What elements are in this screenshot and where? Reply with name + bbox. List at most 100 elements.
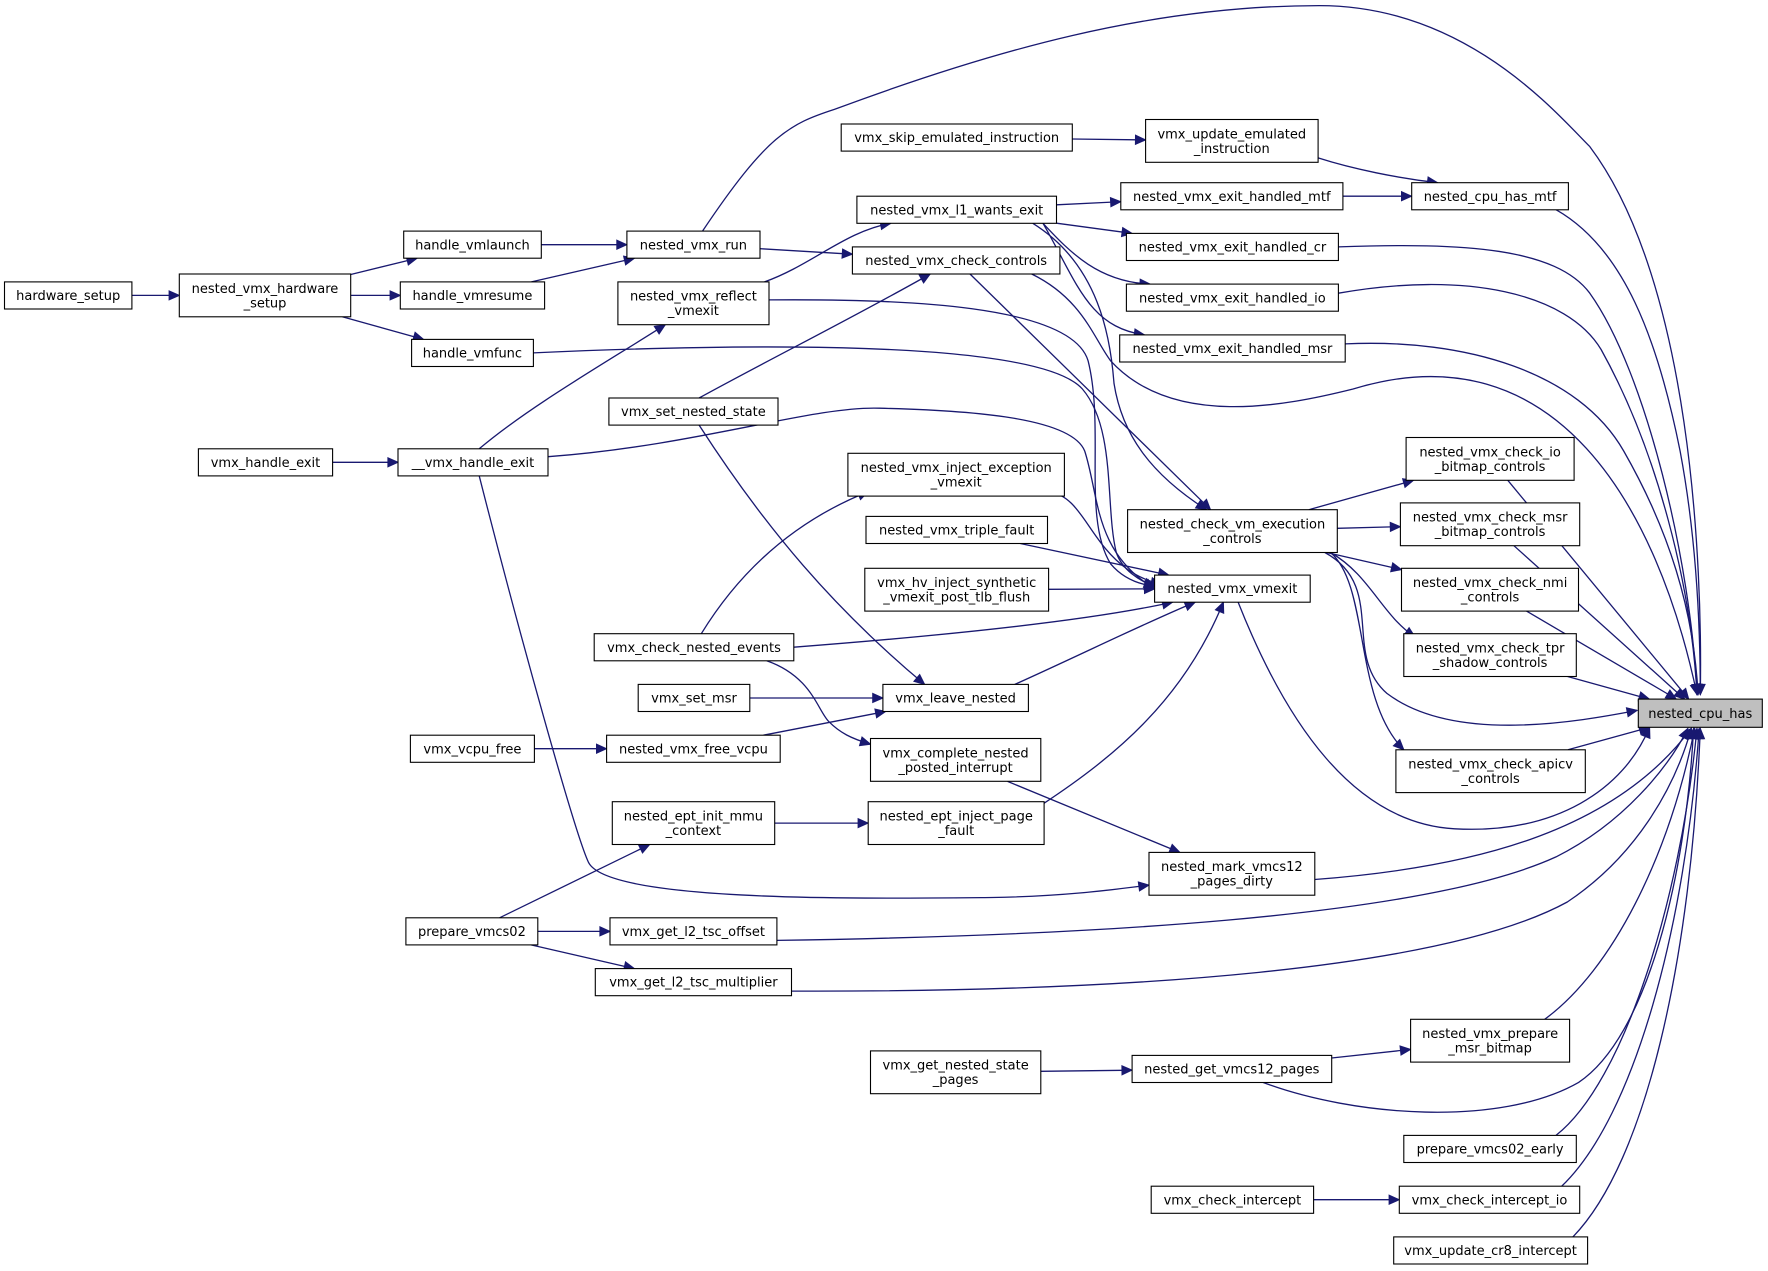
node-nested_vmx_prepare_msr_bitmap[interactable]: nested_vmx_prepare_msr_bitmap xyxy=(1410,1018,1571,1063)
edge-arrowhead xyxy=(168,290,181,301)
node-nested_vmx_triple_fault[interactable]: nested_vmx_triple_fault xyxy=(865,515,1049,545)
node-label: hardware_setup xyxy=(16,289,120,304)
node-vmx_vcpu_free[interactable]: vmx_vcpu_free xyxy=(409,734,535,763)
node-prepare_vmcs02_early[interactable]: prepare_vmcs02_early xyxy=(1403,1134,1577,1164)
node-vmx_get_l2_tsc_offset[interactable]: vmx_get_l2_tsc_offset xyxy=(609,917,778,946)
edge-prepare_vmcs02-to-vmx_get_l2_tsc_multiplier xyxy=(530,944,636,972)
edge-line xyxy=(1338,283,1698,695)
edge-line xyxy=(768,299,1155,587)
node-nested_vmx_inject_exception_vmexit[interactable]: nested_vmx_inject_exception_vmexit xyxy=(847,452,1065,497)
edge-arrowhead xyxy=(1390,562,1403,573)
edge-arrowhead xyxy=(1137,881,1151,892)
node-nested_vmx_check_nmi_controls[interactable]: nested_vmx_check_nmi_controls xyxy=(1400,567,1580,612)
node-label: vmx_check_nested_events xyxy=(607,641,781,656)
node-__vmx_handle_exit[interactable]: __vmx_handle_exit xyxy=(397,448,549,477)
edge-arrowhead xyxy=(1143,583,1156,595)
node-label: nested_vmx_exit_handled_mtf xyxy=(1133,190,1331,205)
node-label: vmx_handle_exit xyxy=(211,456,321,471)
node-box xyxy=(840,123,1073,152)
edge-arrowhead xyxy=(918,273,932,284)
node-label: vmx_skip_emulated_instruction xyxy=(854,131,1059,146)
node-nested_ept_init_mmu_context[interactable]: nested_ept_init_mmu_context xyxy=(611,801,776,846)
node-vmx_complete_nested_posted_interrupt[interactable]: vmx_complete_nested_posted_interrupt xyxy=(869,737,1042,782)
edge-line xyxy=(1324,551,1638,726)
node-box xyxy=(1400,567,1580,612)
node-vmx_skip_emulated_instruction[interactable]: vmx_skip_emulated_instruction xyxy=(840,123,1073,152)
node-vmx_leave_nested[interactable]: vmx_leave_nested xyxy=(882,683,1029,713)
edge-nested_vmx_check_apicv_controls-to-nested_cpu_has xyxy=(1567,724,1651,751)
node-vmx_check_intercept[interactable]: vmx_check_intercept xyxy=(1150,1185,1315,1214)
node-box xyxy=(856,195,1058,224)
edge-line xyxy=(1561,728,1700,1187)
edge-arrowhead xyxy=(1389,521,1402,533)
node-box xyxy=(594,968,793,997)
node-label: _instruction xyxy=(1193,142,1270,157)
node-label: vmx_check_intercept xyxy=(1164,1193,1302,1208)
node-vmx_handle_exit[interactable]: vmx_handle_exit xyxy=(197,448,334,477)
node-nested_vmx_check_tpr_shadow_controls[interactable]: nested_vmx_check_tpr_shadow_controls xyxy=(1403,633,1577,678)
node-label: vmx_leave_nested xyxy=(895,692,1016,707)
node-nested_ept_inject_page_fault[interactable]: nested_ept_inject_page_fault xyxy=(867,801,1045,846)
node-handle_vmresume[interactable]: handle_vmresume xyxy=(399,281,546,310)
node-nested_vmx_exit_handled_mtf[interactable]: nested_vmx_exit_handled_mtf xyxy=(1120,182,1344,211)
node-box xyxy=(608,397,779,426)
node-box xyxy=(882,683,1029,713)
node-nested_vmx_exit_handled_io[interactable]: nested_vmx_exit_handled_io xyxy=(1125,283,1339,312)
edge-nested_vmx_check_tpr_shadow_controls-to-nested_cpu_has xyxy=(1567,675,1651,702)
node-nested_get_vmcs12_pages[interactable]: nested_get_vmcs12_pages xyxy=(1131,1054,1333,1084)
edge-nested_get_vmcs12_pages-to-nested_vmx_prepare_msr_bitmap xyxy=(1331,1045,1412,1059)
node-nested_mark_vmcs12_pages_dirty[interactable]: nested_mark_vmcs12_pages_dirty xyxy=(1148,851,1316,896)
edge-line xyxy=(764,222,891,283)
node-vmx_update_cr8_intercept[interactable]: vmx_update_cr8_intercept xyxy=(1393,1236,1589,1265)
node-vmx_get_nested_state_pages[interactable]: vmx_get_nested_state_pages xyxy=(869,1050,1042,1095)
node-vmx_hv_inject_synthetic_vmexit_post_tlb_flush[interactable]: vmx_hv_inject_synthetic_vmexit_post_tlb_… xyxy=(864,567,1050,612)
node-nested_cpu_has_mtf[interactable]: nested_cpu_has_mtf xyxy=(1411,182,1569,211)
edge-nested_ept_inject_page_fault-to-nested_vmx_vmexit xyxy=(1042,600,1225,805)
node-nested_vmx_check_controls[interactable]: nested_vmx_check_controls xyxy=(851,246,1061,275)
node-label: _pages xyxy=(932,1073,979,1088)
node-nested_vmx_exit_handled_msr[interactable]: nested_vmx_exit_handled_msr xyxy=(1119,334,1346,363)
node-nested_vmx_exit_handled_cr[interactable]: nested_vmx_exit_handled_cr xyxy=(1125,232,1339,262)
node-nested_cpu_has[interactable]: nested_cpu_has xyxy=(1637,698,1763,728)
node-label: _context xyxy=(665,824,722,839)
node-vmx_update_emulated_instruction[interactable]: vmx_update_emulated_instruction xyxy=(1145,118,1319,163)
node-nested_vmx_check_msr_bitmap_controls[interactable]: nested_vmx_check_msr_bitmap_controls xyxy=(1399,502,1581,547)
edge-line xyxy=(759,248,844,255)
node-prepare_vmcs02[interactable]: prepare_vmcs02 xyxy=(405,917,539,946)
node-box xyxy=(3,281,133,310)
edge-line xyxy=(763,712,877,736)
node-nested_vmx_run[interactable]: nested_vmx_run xyxy=(626,230,761,259)
edge-arrowhead xyxy=(1168,843,1182,854)
node-vmx_check_intercept_io[interactable]: vmx_check_intercept_io xyxy=(1398,1185,1581,1214)
node-hardware_setup[interactable]: hardware_setup xyxy=(3,281,133,310)
node-handle_vmfunc[interactable]: handle_vmfunc xyxy=(411,338,534,368)
node-nested_vmx_check_apicv_controls[interactable]: nested_vmx_check_apicv_controls xyxy=(1395,749,1586,794)
edge-line xyxy=(531,259,626,283)
edge-nested_vmx_check_controls-to-nested_cpu_has xyxy=(1031,273,1700,696)
edge-arrowhead xyxy=(599,926,612,937)
node-box xyxy=(1395,749,1586,794)
edge-line xyxy=(698,273,931,399)
edge-line xyxy=(1308,482,1406,511)
edge-nested_vmx_check_controls-to-nested_check_vm_execution_controls xyxy=(969,273,1212,511)
node-box xyxy=(1145,118,1319,163)
node-vmx_set_msr[interactable]: vmx_set_msr xyxy=(637,683,751,713)
node-nested_vmx_free_vcpu[interactable]: nested_vmx_free_vcpu xyxy=(606,734,781,763)
node-box xyxy=(403,230,542,259)
node-nested_vmx_hardware_setup[interactable]: nested_vmx_hardware_setup xyxy=(178,273,352,318)
edge-hardware_setup-to-nested_vmx_hardware_setup xyxy=(131,290,181,301)
edge-nested_vmx_l1_wants_exit-to-nested_vmx_exit_handled_cr xyxy=(1056,222,1134,238)
node-nested_vmx_reflect_vmexit[interactable]: nested_vmx_reflect_vmexit xyxy=(617,281,770,326)
node-nested_check_vm_execution_controls[interactable]: nested_check_vm_execution_controls xyxy=(1127,509,1338,554)
node-nested_vmx_l1_wants_exit[interactable]: nested_vmx_l1_wants_exit xyxy=(856,195,1058,224)
edge-nested_vmx_exit_handled_io-to-nested_cpu_has xyxy=(1338,283,1702,696)
node-vmx_check_nested_events[interactable]: vmx_check_nested_events xyxy=(593,633,795,662)
node-handle_vmlaunch[interactable]: handle_vmlaunch xyxy=(403,230,542,259)
node-vmx_get_l2_tsc_multiplier[interactable]: vmx_get_l2_tsc_multiplier xyxy=(594,968,793,997)
node-vmx_set_nested_state[interactable]: vmx_set_nested_state xyxy=(608,397,779,426)
node-nested_vmx_check_io_bitmap_controls[interactable]: nested_vmx_check_io_bitmap_controls xyxy=(1405,436,1575,481)
edge-line xyxy=(547,407,1155,590)
node-label: handle_vmresume xyxy=(412,289,532,304)
edge-arrowhead xyxy=(841,248,854,259)
node-nested_vmx_vmexit[interactable]: nested_vmx_vmexit xyxy=(1154,574,1311,603)
